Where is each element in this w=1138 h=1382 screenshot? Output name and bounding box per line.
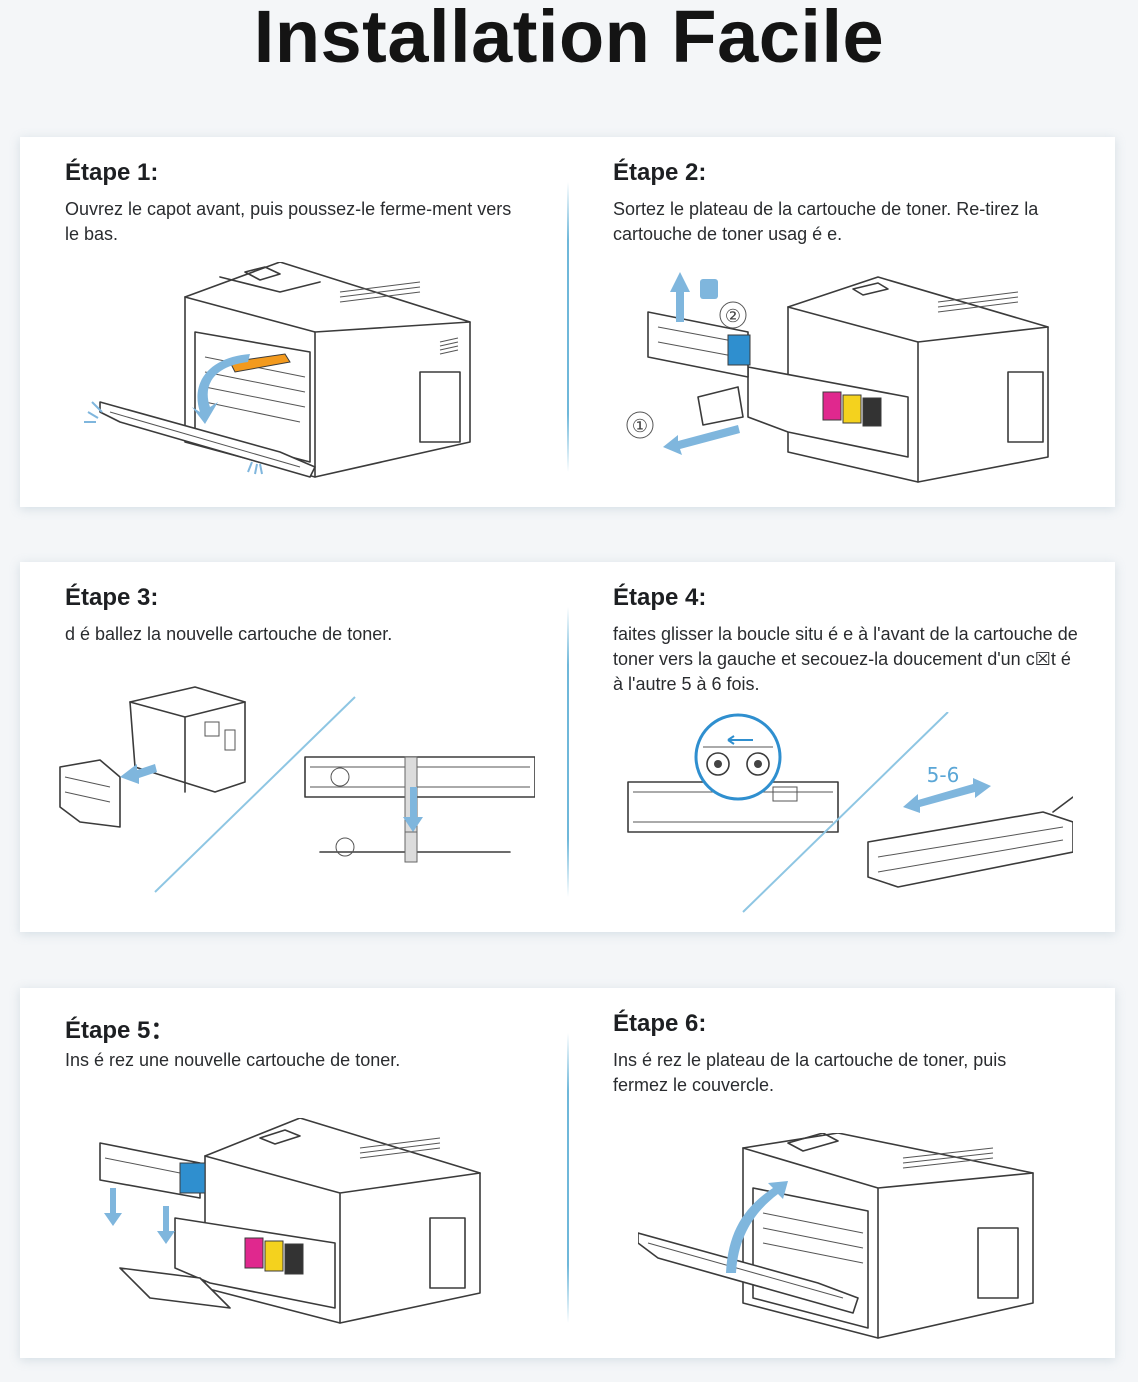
step-instruction: faites glisser la boucle situ é e à l'av… — [613, 624, 1078, 694]
step-instruction: Ins é rez le plateau de la cartouche de … — [613, 1050, 1007, 1095]
step-heading: Étape 2: — [613, 159, 707, 186]
step-heading: Étape 6: — [613, 1010, 707, 1037]
step-card-row-3: Étape 5： Ins é rez une nouvelle cartouch… — [20, 988, 1115, 1358]
step-heading: Étape 4: — [613, 584, 707, 611]
printer-remove-tray-illustration: ② ① — [626, 272, 1049, 483]
column-divider — [567, 607, 569, 897]
printer-close-cover-illustration — [638, 1133, 1034, 1339]
insert-cartridge-illustration — [99, 1118, 481, 1324]
page-title: Installation Facile — [253, 0, 885, 78]
step-heading: Étape 5： — [65, 1017, 175, 1044]
step-1: Étape 1: Ouvrez le capot avant, puis pou… — [20, 137, 540, 507]
step-5: Étape 5： Ins é rez une nouvelle cartouch… — [20, 988, 540, 1358]
shake-count-label: 5-6 — [927, 763, 960, 787]
step-4: Étape 4: faites glisser la boucle situ é… — [568, 562, 1088, 932]
step-instruction: Ouvrez le capot avant, puis poussez-le f… — [65, 199, 512, 244]
printer-open-front-illustration — [84, 262, 471, 478]
step-card-row-2: Étape 3: d é ballez la nouvelle cartouch… — [20, 562, 1115, 932]
step-2: Étape 2: Sortez le plateau de la cartouc… — [568, 137, 1088, 507]
marker-1: ① — [632, 416, 648, 437]
column-divider — [567, 1033, 569, 1323]
step-instruction: d é ballez la nouvelle cartouche de tone… — [65, 624, 393, 644]
step-heading: Étape 3: — [65, 584, 159, 611]
shake-cartridge-illustration: 5-6 — [627, 712, 1073, 913]
step-heading: Étape 1: — [65, 159, 159, 186]
step-card-row-1: Étape 1: Ouvrez le capot avant, puis pou… — [20, 137, 1115, 507]
step-3: Étape 3: d é ballez la nouvelle cartouch… — [20, 562, 540, 932]
unpack-cartridge-illustration — [59, 686, 535, 893]
step-6: Étape 6: Ins é rez le plateau de la cart… — [568, 988, 1088, 1358]
step-instruction: Ins é rez une nouvelle cartouche de tone… — [65, 1050, 401, 1070]
step-instruction: Sortez le plateau de la cartouche de ton… — [613, 199, 1039, 244]
column-divider — [567, 182, 569, 472]
marker-2: ② — [725, 306, 741, 327]
